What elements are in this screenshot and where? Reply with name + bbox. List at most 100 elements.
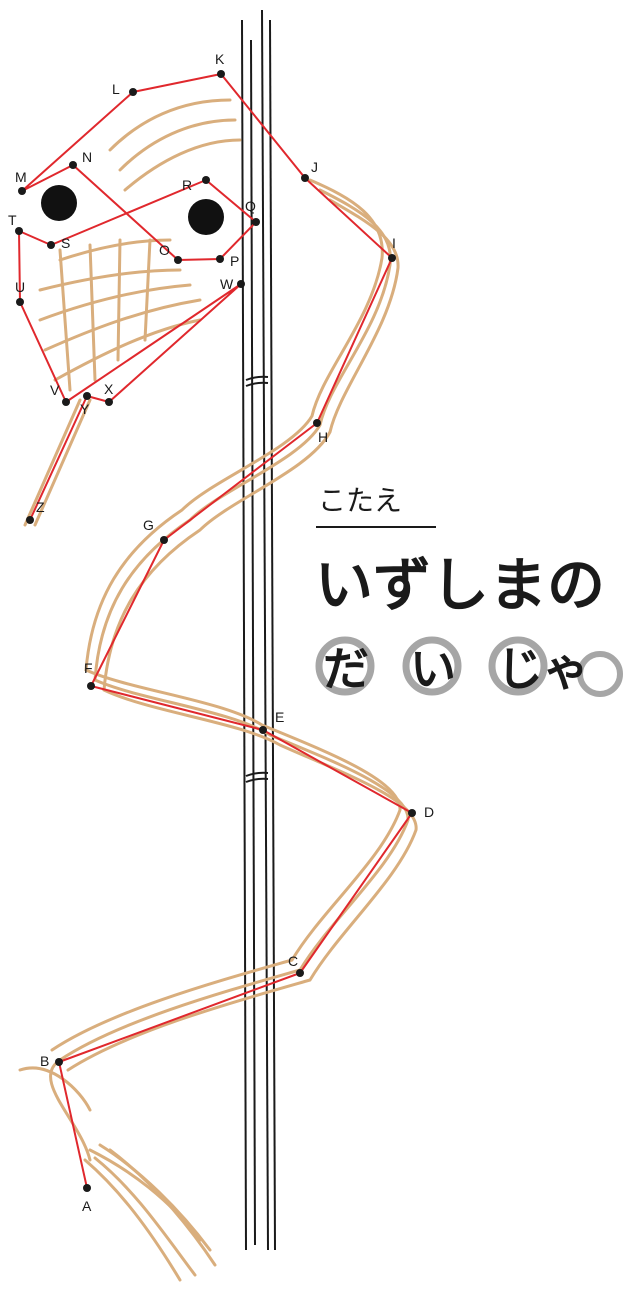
- rope-tassel: [83, 1158, 182, 1282]
- dot-label-z: Z: [36, 499, 45, 515]
- pole-crack: [245, 777, 269, 783]
- title-line2: だ い じゃ: [315, 636, 623, 697]
- pole-illustration: [241, 9, 276, 1251]
- dot-n: [69, 161, 77, 169]
- connecting-line: [18, 73, 413, 1189]
- dot-b: [55, 1058, 63, 1066]
- dot-t: [15, 227, 23, 235]
- dot-label-i: I: [392, 235, 396, 251]
- rope-illustration: [18, 98, 418, 1282]
- dot-x: [105, 398, 113, 406]
- rope-head-straw: [38, 268, 182, 292]
- pole-line: [250, 39, 256, 1246]
- left-eye: [41, 185, 77, 221]
- rope-head-straw: [53, 318, 202, 382]
- pole-crack: [245, 771, 269, 777]
- dot-m: [18, 187, 26, 195]
- dot-q: [252, 218, 260, 226]
- rope-head-straw: [118, 118, 237, 172]
- rope-head-straw: [108, 98, 232, 152]
- dot-l: [129, 88, 137, 96]
- title-small: こたえ: [318, 484, 402, 517]
- dot-label-u: U: [15, 279, 25, 295]
- dot-label-l: L: [112, 81, 120, 97]
- dot-label-a: A: [82, 1198, 92, 1214]
- dot-j: [301, 174, 309, 182]
- title-kana-i: い: [410, 642, 456, 696]
- rope-head-straw: [116, 238, 122, 362]
- dot-label-q: Q: [245, 198, 256, 214]
- rope-head-straw: [58, 248, 72, 392]
- dots-layer: A B C D E F G H I J K L M N O P Q R S T U V W XY Z: [8, 51, 434, 1214]
- rope-tassel: [108, 1148, 217, 1267]
- dot-label-o: O: [159, 242, 170, 258]
- dot-v: [62, 398, 70, 406]
- dot-k: [217, 70, 225, 78]
- dot-label-k: K: [215, 51, 225, 67]
- dot-label-t: T: [8, 212, 17, 228]
- dot-c: [296, 969, 304, 977]
- rope-tassel: [93, 1156, 197, 1277]
- rope-tail-straw: [23, 398, 82, 527]
- dot-r: [202, 176, 210, 184]
- dot-label-p: P: [230, 253, 239, 269]
- dot-label-f: F: [84, 660, 93, 676]
- dot-label-g: G: [143, 517, 154, 533]
- dot-label-d: D: [424, 804, 434, 820]
- dot-label-j: J: [311, 159, 318, 175]
- dot-label-r: R: [182, 177, 192, 193]
- dot-label-x: X: [104, 381, 114, 397]
- rope-band: [50, 178, 402, 1052]
- dot-label-n: N: [82, 149, 92, 165]
- dot-h: [313, 419, 321, 427]
- rope-head-straw: [123, 138, 242, 192]
- right-eye: [188, 199, 224, 235]
- pole-line: [269, 19, 276, 1251]
- dot-label-h: H: [318, 429, 328, 445]
- dot-label-m: M: [15, 169, 27, 185]
- dot-s: [47, 241, 55, 249]
- dot-w: [237, 280, 245, 288]
- dot-a: [83, 1184, 91, 1192]
- rope-head-straw: [38, 283, 192, 322]
- title-kana-da: だ: [323, 642, 369, 696]
- rope-band: [66, 198, 418, 1072]
- pole-line: [241, 19, 247, 1251]
- pole-crack: [245, 381, 269, 387]
- title-ring: [488, 636, 548, 696]
- dot-p: [216, 255, 224, 263]
- dot-g: [160, 536, 168, 544]
- rope-band: [49, 188, 410, 1162]
- dot-y: [83, 392, 91, 400]
- rope-tassel: [88, 1148, 202, 1242]
- dot-label-c: C: [288, 953, 298, 969]
- eyes: [41, 185, 224, 235]
- rope-head-straw: [88, 243, 97, 382]
- dot-e: [259, 726, 267, 734]
- dot-label-b: B: [40, 1053, 49, 1069]
- pole-crack: [245, 375, 269, 381]
- dot-z: [26, 516, 34, 524]
- dot-o: [174, 256, 182, 264]
- dot-f: [87, 682, 95, 690]
- dot-d: [408, 809, 416, 817]
- rope-tail-straw: [33, 398, 92, 527]
- rope-head-straw: [58, 238, 172, 262]
- dot-label-w: W: [220, 276, 234, 292]
- rope-head-straw: [143, 238, 152, 342]
- pole-line: [261, 9, 269, 1251]
- answer-title: こたえ いずしまの だ い じゃ: [315, 484, 623, 697]
- title-ring: [402, 636, 462, 696]
- dot-i: [388, 254, 396, 262]
- dot-label-s: S: [61, 235, 70, 251]
- dot-label-v: V: [50, 382, 60, 398]
- title-ring: [315, 636, 375, 696]
- title-ring: [577, 651, 623, 697]
- rope-head-straw: [43, 298, 202, 352]
- dot-u: [16, 298, 24, 306]
- title-kana-ja: じゃ: [497, 642, 589, 696]
- dot-label-e: E: [275, 709, 284, 725]
- dot-label-y: Y: [80, 401, 90, 417]
- title-line1: いずしまの: [315, 551, 605, 619]
